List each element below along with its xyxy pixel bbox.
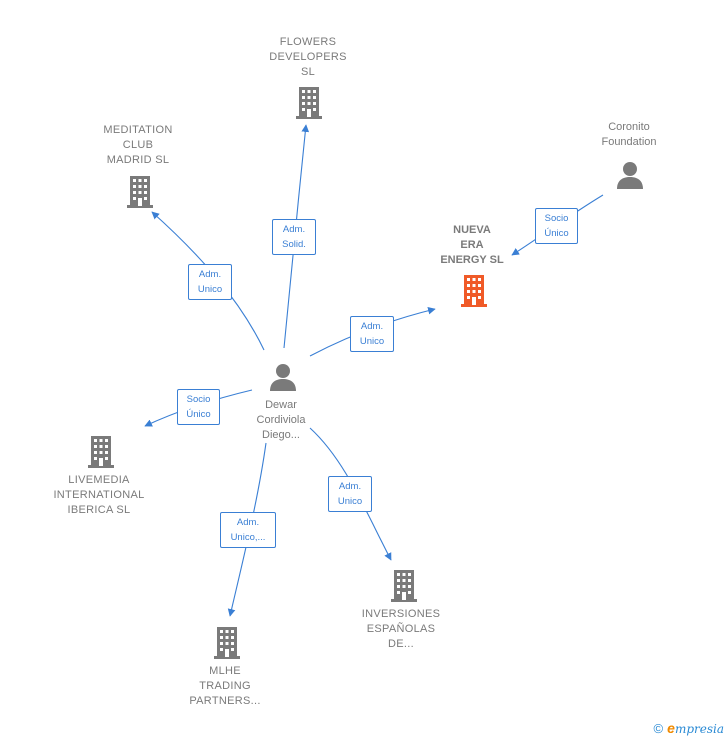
- building-icon[interactable]: [212, 625, 242, 659]
- building-icon[interactable]: [86, 434, 116, 468]
- edge-label-to-nueva-era: Adm. Unico: [350, 316, 394, 352]
- node-label-livemedia[interactable]: LIVEMEDIA INTERNATIONAL IBERICA SL: [53, 474, 145, 516]
- edge-label-to-livemedia: Socio Único: [177, 389, 220, 425]
- person-icon[interactable]: [615, 160, 645, 190]
- edge-label-to-inversiones: Adm. Unico: [328, 476, 372, 512]
- node-label-nueva-era[interactable]: NUEVA ERA ENERGY SL: [440, 224, 504, 266]
- node-label-flowers[interactable]: FLOWERS DEVELOPERS SL: [269, 36, 347, 78]
- building-icon[interactable]: [294, 85, 324, 119]
- edge-label-to-flowers: Adm. Solid.: [272, 219, 316, 255]
- node-label-mlhe[interactable]: MLHE TRADING PARTNERS...: [189, 665, 261, 707]
- person-icon[interactable]: [268, 362, 298, 392]
- building-icon[interactable]: [389, 568, 419, 602]
- building-icon[interactable]: [125, 174, 155, 208]
- node-label-inversiones[interactable]: INVERSIONES ESPAÑOLAS DE...: [361, 608, 441, 650]
- node-label-coronito[interactable]: Coronito Foundation: [601, 121, 657, 148]
- building-icon[interactable]: [459, 273, 489, 307]
- node-label-meditation[interactable]: MEDITATION CLUB MADRID SL: [103, 124, 173, 166]
- edge-label-coronito-to-nueva-era: Socio Único: [535, 208, 578, 244]
- empresia-logo: empresia: [667, 720, 724, 736]
- edge-label-to-mlhe: Adm. Unico,...: [220, 512, 276, 548]
- edge-label-to-meditation: Adm. Unico: [188, 264, 232, 300]
- copyright-symbol: ©: [653, 720, 664, 736]
- node-label-dewar[interactable]: Dewar Cordiviola Diego...: [256, 399, 306, 441]
- footer-brand: © empresia: [654, 720, 724, 736]
